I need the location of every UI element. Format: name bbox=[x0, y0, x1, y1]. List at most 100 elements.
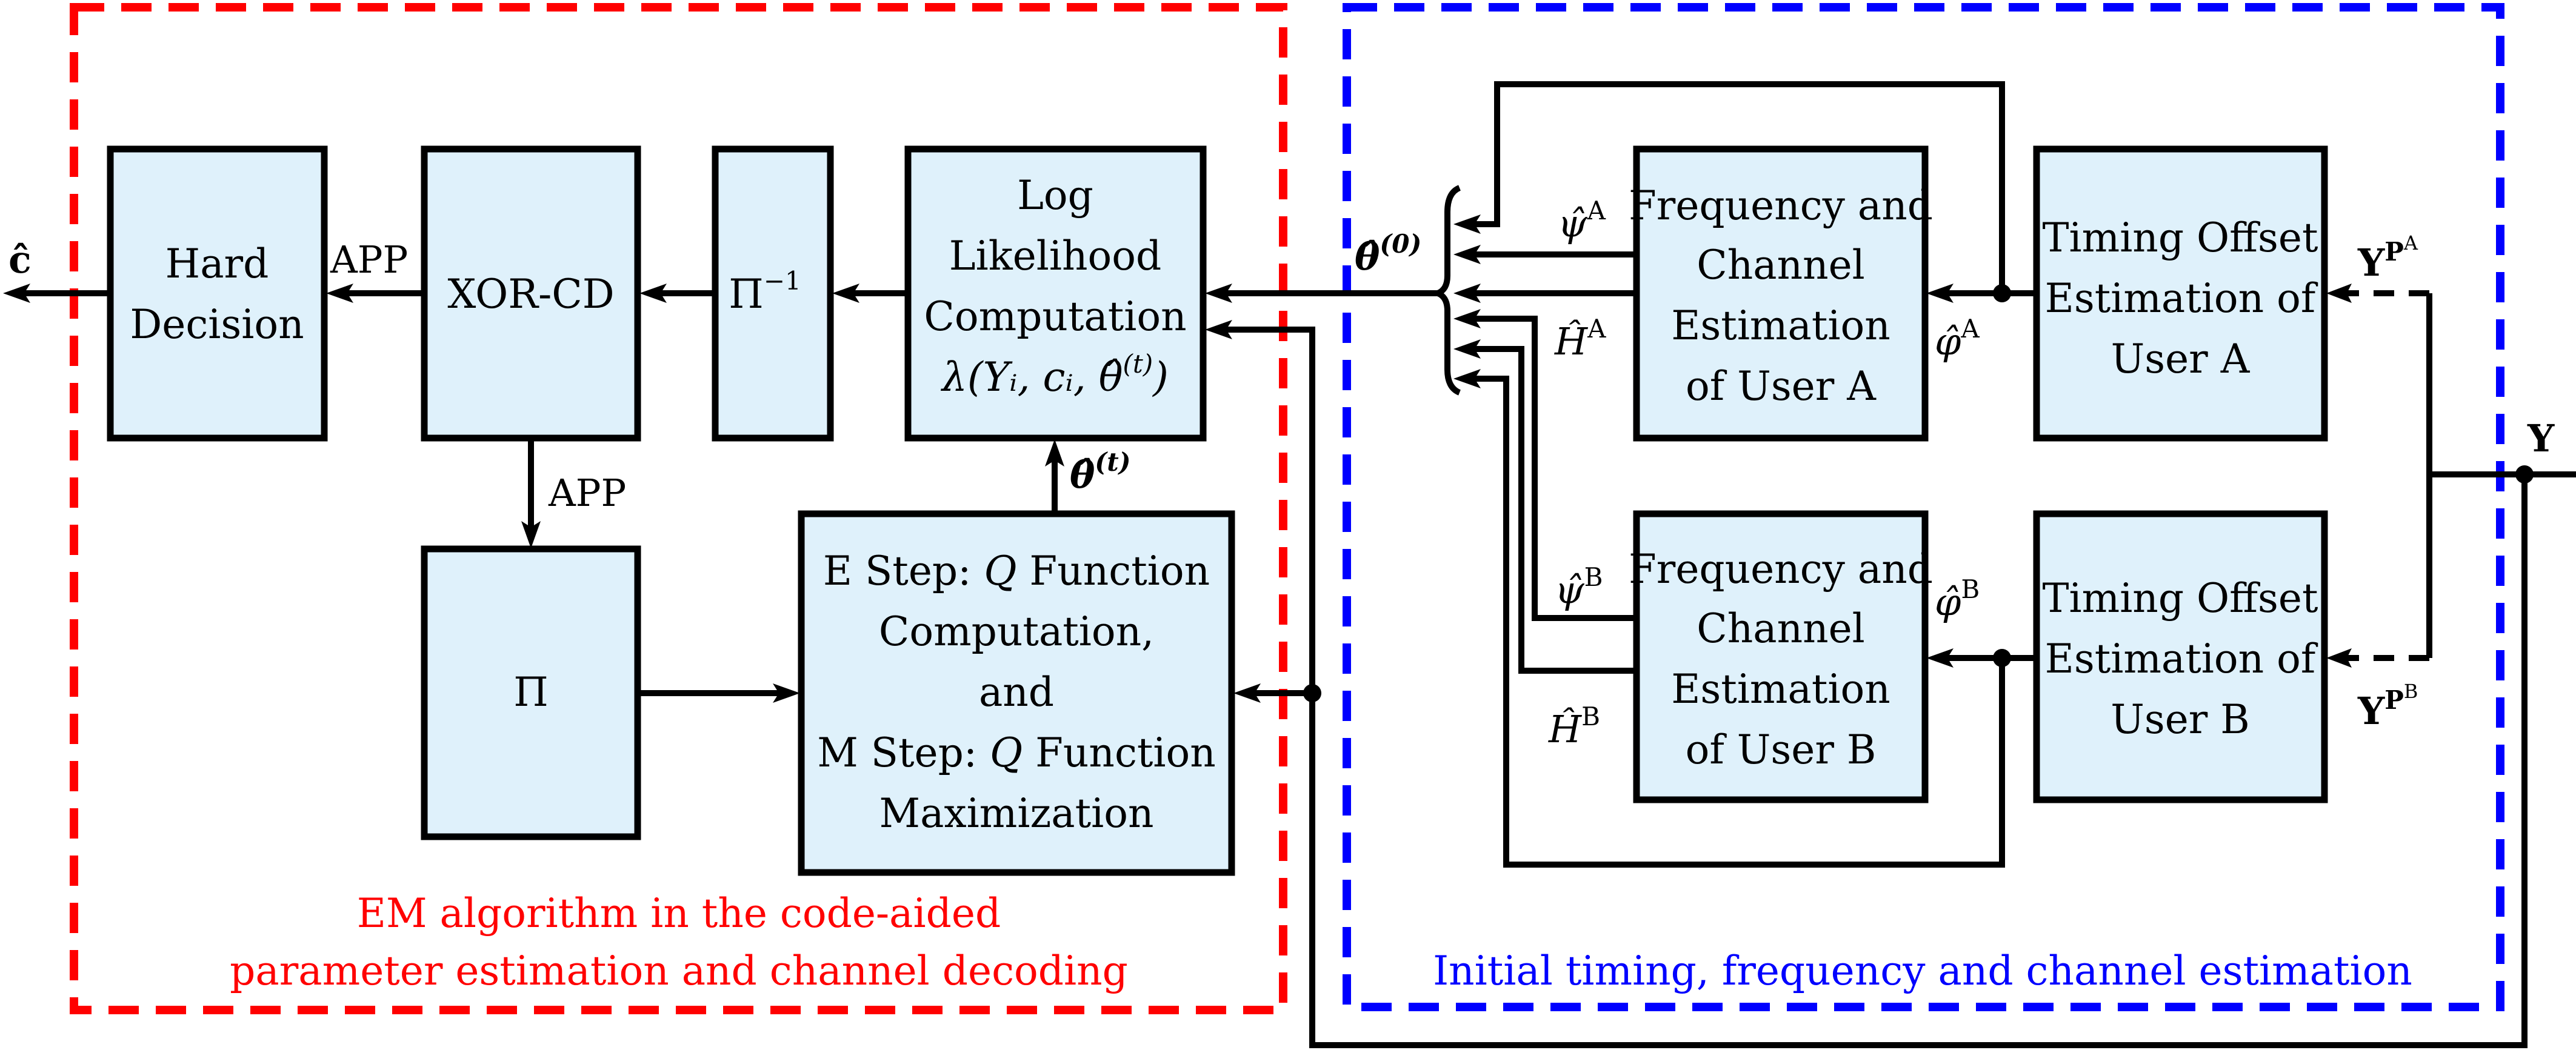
arrowhead-timing-a-input bbox=[2326, 284, 2352, 303]
freq-b-label-1: Frequency and bbox=[1629, 546, 1933, 593]
h-a-symbol: Ĥ bbox=[1554, 319, 1589, 364]
phi-b-sup: B bbox=[1961, 574, 1980, 604]
deinterleaver-base: Π bbox=[729, 271, 764, 317]
em-region-caption-2: parameter estimation and channel decodin… bbox=[230, 948, 1128, 994]
junction-dot-phi-a bbox=[1993, 284, 2011, 302]
xor-cd-label: XOR-CD bbox=[447, 271, 614, 317]
log-formula-sup: (t) bbox=[1123, 349, 1153, 379]
arrowhead-log-input2 bbox=[1205, 320, 1232, 339]
y-label: Y bbox=[2527, 416, 2555, 460]
timing-a-label-3: User A bbox=[2111, 336, 2251, 382]
e-step-q: Q bbox=[984, 548, 1016, 594]
app-label-2: APP bbox=[548, 471, 626, 515]
yp-a-sup: P bbox=[2384, 237, 2404, 267]
yp-a-symbol: Y bbox=[2357, 241, 2385, 285]
m-step-suffix: Function bbox=[1023, 729, 1216, 776]
yp-a-supsup: A bbox=[2403, 231, 2418, 254]
initial-estimation-region-border bbox=[1343, 3, 2504, 1011]
timing-a-label-2: Estimation of bbox=[2045, 275, 2318, 322]
y-feedback-line bbox=[1249, 474, 2528, 1048]
freq-channel-b-block bbox=[1633, 510, 1929, 803]
yp-a-label: YPA bbox=[2357, 231, 2418, 285]
arrowhead-brace-4 bbox=[1453, 309, 1481, 328]
timing-b-label-1: Timing Offset bbox=[2042, 575, 2318, 622]
y-to-log-line bbox=[1218, 327, 1315, 693]
log-formula-main: λ(Yᵢ, cᵢ, θ̂ bbox=[940, 354, 1123, 400]
theta-0-sup: (0) bbox=[1380, 229, 1421, 259]
log-label-1: Log bbox=[1017, 172, 1093, 219]
em-step-line-3: and bbox=[979, 669, 1054, 716]
app-label-1: APP bbox=[330, 238, 408, 282]
arrowhead-deint-input bbox=[832, 284, 859, 303]
timing-b-block bbox=[2033, 510, 2328, 803]
arrowhead-hard-input bbox=[326, 284, 353, 303]
theta-t-sup: (t) bbox=[1095, 447, 1130, 477]
em-step-line-4: M Step: Q Function bbox=[817, 729, 1216, 776]
arrowhead-output bbox=[3, 284, 30, 303]
e-step-suffix: Function bbox=[1016, 548, 1210, 594]
arrowhead-xor-input bbox=[639, 284, 667, 303]
psi-b-line bbox=[1467, 316, 1637, 621]
interleaver-block bbox=[421, 545, 641, 840]
deinterleaver-sup: −1 bbox=[764, 266, 801, 296]
theta-0-symbol: θ̂ bbox=[1355, 234, 1380, 279]
freq-a-label-3: Estimation bbox=[1671, 302, 1890, 349]
log-label-2: Likelihood bbox=[949, 233, 1161, 279]
yp-b-sup: P bbox=[2384, 685, 2404, 715]
phi-a-sup: A bbox=[1960, 314, 1980, 344]
arrowhead-brace-2 bbox=[1453, 245, 1481, 264]
log-formula-close: ) bbox=[1152, 354, 1169, 400]
initial-region-caption: Initial timing, frequency and channel es… bbox=[1433, 948, 2412, 994]
log-formula: λ(Yᵢ, cᵢ, θ̂(t)) bbox=[940, 349, 1169, 400]
h-a-label: ĤA bbox=[1554, 314, 1606, 364]
phi-b-label: φ̂B bbox=[1935, 574, 1980, 624]
psi-a-label: ψ̂A bbox=[1558, 196, 1606, 245]
em-step-line-5: Maximization bbox=[879, 790, 1154, 837]
arrowhead-timing-b-input bbox=[2326, 648, 2352, 668]
em-region-caption-1: EM algorithm in the code-aided bbox=[357, 890, 1001, 937]
junction-dot-y bbox=[2515, 465, 2534, 483]
theta0-brace bbox=[1429, 185, 1461, 396]
c-hat-label: ĉ bbox=[8, 238, 32, 282]
theta-t-label: θ̂(t) bbox=[1070, 447, 1131, 497]
hard-decision-block bbox=[107, 145, 328, 442]
h-a-sup: A bbox=[1587, 314, 1606, 344]
hard-decision-label-2: Decision bbox=[130, 301, 304, 348]
phi-a-feedback-line bbox=[1467, 81, 2005, 293]
xor-cd-block bbox=[421, 145, 641, 442]
theta-t-symbol: θ̂ bbox=[1070, 453, 1095, 497]
phi-a-label: φ̂A bbox=[1935, 314, 1980, 364]
timing-b-label-2: Estimation of bbox=[2045, 636, 2318, 682]
arrowhead-brace-6 bbox=[1453, 369, 1481, 388]
psi-b-sup: B bbox=[1584, 562, 1603, 592]
arrowhead-em-input bbox=[1233, 683, 1261, 703]
timing-b-label-3: User B bbox=[2111, 696, 2250, 743]
em-step-line-1: E Step: Q Function bbox=[823, 548, 1210, 594]
em-step-line-2: Computation, bbox=[879, 608, 1154, 655]
freq-b-label-4: of User B bbox=[1686, 726, 1877, 773]
em-step-block bbox=[798, 510, 1235, 876]
log-label-3: Computation bbox=[924, 293, 1186, 340]
deinterleaver-label: Π−1 bbox=[729, 266, 801, 317]
m-step-q: Q bbox=[990, 729, 1023, 776]
psi-b-label: ψ̂B bbox=[1555, 562, 1603, 612]
h-b-line bbox=[1467, 346, 1637, 674]
freq-b-label-3: Estimation bbox=[1671, 666, 1890, 713]
arrowhead-log-input bbox=[1205, 284, 1232, 303]
phi-b-symbol: φ̂ bbox=[1935, 580, 1961, 624]
freq-a-label-2: Channel bbox=[1697, 242, 1865, 288]
yp-b-supsup: B bbox=[2404, 680, 2418, 703]
yp-b-label: YPB bbox=[2357, 680, 2418, 733]
psi-a-symbol: ψ̂ bbox=[1558, 201, 1588, 245]
yp-b-symbol: Y bbox=[2357, 689, 2385, 733]
timing-a-block bbox=[2033, 145, 2328, 442]
junction-dot-phi-b bbox=[1993, 649, 2011, 667]
arrowhead-brace-1 bbox=[1453, 214, 1481, 234]
theta-0-label: θ̂(0) bbox=[1355, 229, 1421, 279]
deinterleaver-block bbox=[712, 145, 834, 442]
arrowhead-freq-a-input bbox=[1926, 284, 1954, 303]
phi-a-symbol: φ̂ bbox=[1935, 319, 1961, 364]
timing-a-label-1: Timing Offset bbox=[2042, 214, 2318, 261]
h-b-sup: B bbox=[1581, 702, 1600, 731]
arrowhead-interleaver-input bbox=[521, 521, 541, 548]
